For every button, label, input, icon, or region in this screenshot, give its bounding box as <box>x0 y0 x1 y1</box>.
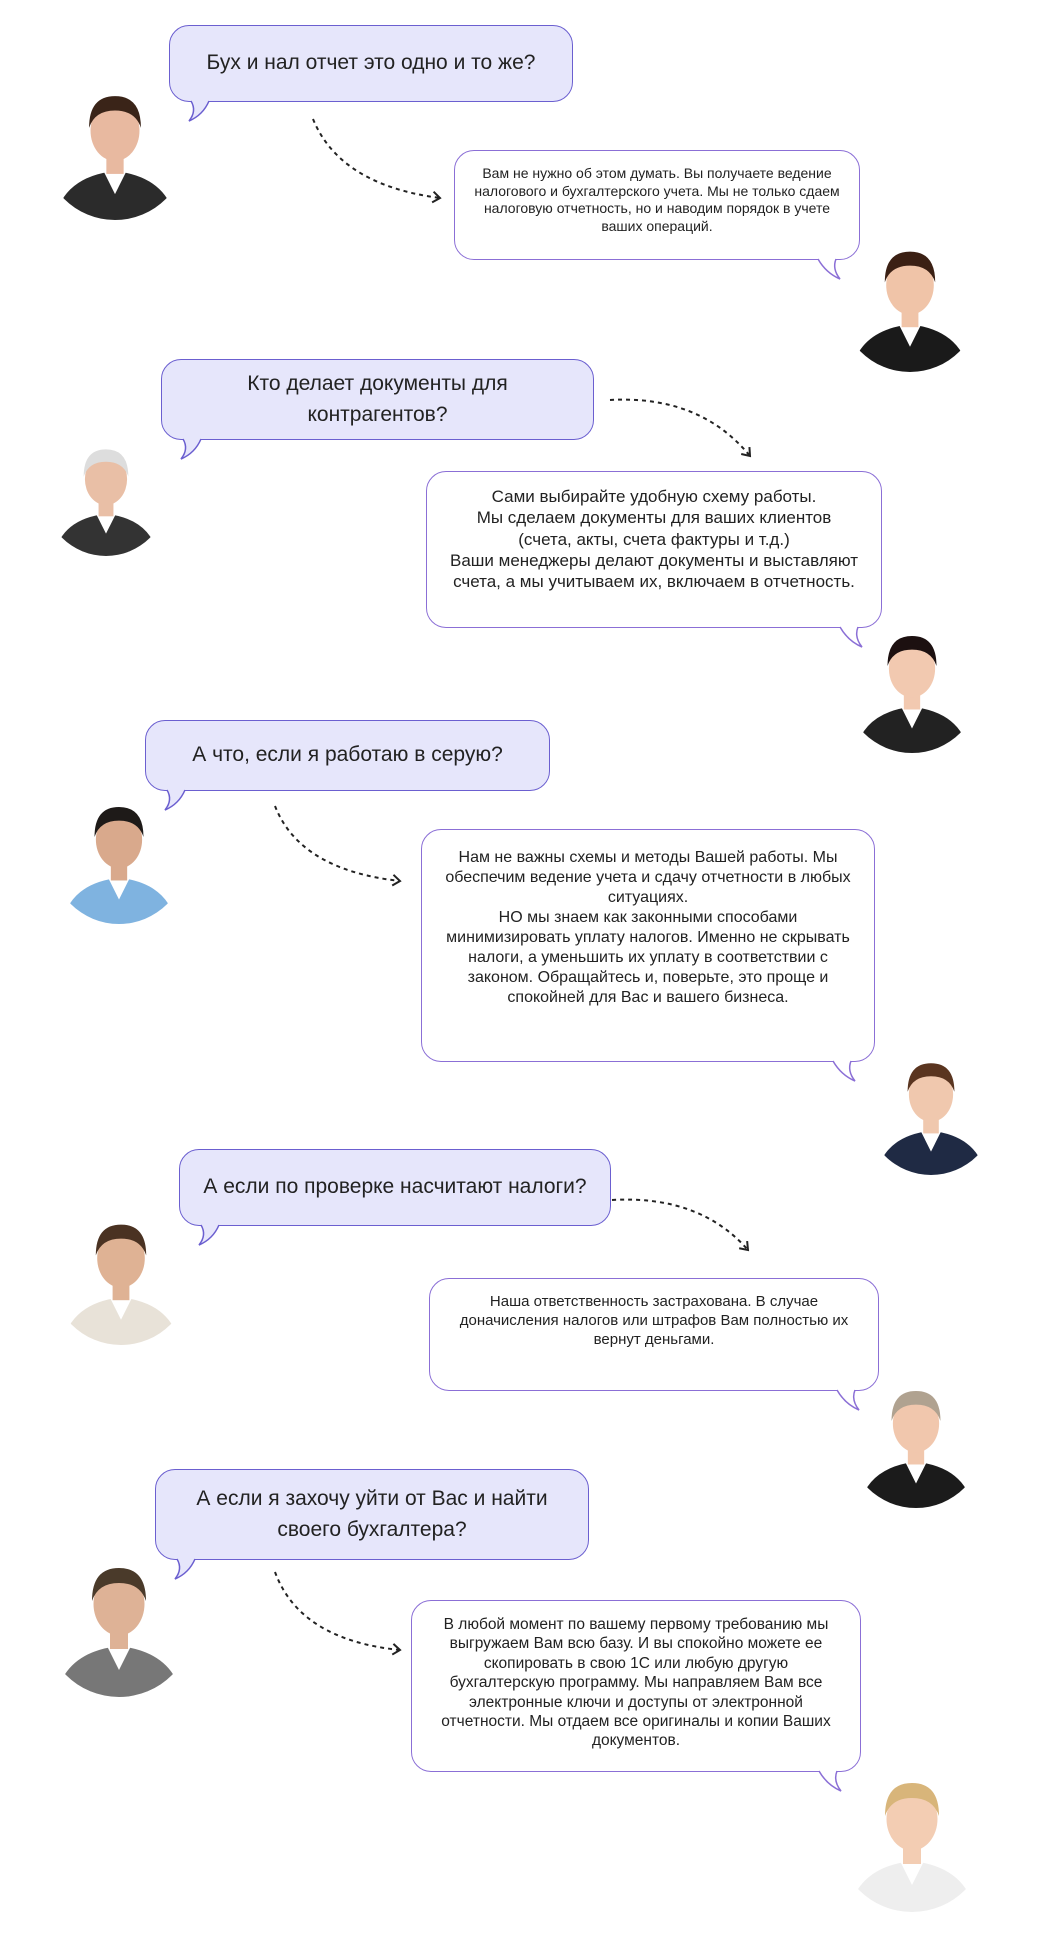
dashed-arrow <box>609 398 751 457</box>
bubble-tail <box>174 1558 196 1580</box>
person-photo-icon <box>844 617 980 753</box>
person-photo-icon <box>44 1547 194 1697</box>
arrowhead-icon <box>391 1643 402 1656</box>
arrowhead-icon <box>431 190 442 204</box>
person-photo-icon <box>51 1205 191 1345</box>
consultant-avatar <box>837 1762 987 1912</box>
answer-bubble: Нам не важны схемы и методы Вашей работы… <box>421 829 875 1062</box>
dashed-arrow <box>611 1198 749 1251</box>
answer-bubble: Вам не нужно об этом думать. Вы получает… <box>454 150 860 260</box>
answer-text: Наша ответственность застрахована. В слу… <box>459 1293 849 1348</box>
bubble-tail <box>839 626 863 648</box>
consultant-avatar <box>840 232 980 372</box>
answer-bubble: В любой момент по вашему первому требова… <box>411 1600 861 1772</box>
client-question-bubble: А если по проверке насчитают налоги? <box>179 1149 611 1226</box>
person-photo-icon <box>837 1762 987 1912</box>
answer-text: Вам не нужно об этом думать. Вы получает… <box>474 165 840 234</box>
person-photo-icon <box>44 432 168 556</box>
arrowhead-icon <box>738 1240 750 1252</box>
question-text: Бух и нал отчет это одно и то же? <box>206 51 536 75</box>
bubble-tail <box>198 1224 220 1246</box>
consultant-avatar <box>848 1372 984 1508</box>
bubble-tail <box>180 438 202 460</box>
dashed-arrow <box>312 118 441 199</box>
arrowhead-icon <box>741 446 752 458</box>
client-question-bubble: Кто делает документы для контрагентов? <box>161 359 594 440</box>
bubble-tail <box>832 1060 856 1082</box>
client-avatar <box>44 1547 194 1697</box>
bubble-tail <box>836 1389 860 1411</box>
client-avatar <box>51 1205 191 1345</box>
bubble-tail <box>188 100 210 122</box>
dashed-arrow <box>274 1571 401 1651</box>
question-text: Кто делает документы для контрагентов? <box>247 372 508 426</box>
question-text: А если по проверке насчитают налоги? <box>203 1175 587 1199</box>
answer-text: Нам не важны схемы и методы Вашей работы… <box>445 849 851 1006</box>
question-text: А что, если я работаю в серую? <box>192 743 503 767</box>
client-avatar <box>44 432 168 556</box>
person-photo-icon <box>840 232 980 372</box>
client-question-bubble: А что, если я работаю в серую? <box>145 720 550 791</box>
person-photo-icon <box>866 1045 996 1175</box>
consultant-avatar <box>866 1045 996 1175</box>
consultant-avatar <box>844 617 980 753</box>
answer-bubble: Сами выбирайте удобную схему работы. Мы … <box>426 471 882 628</box>
answer-bubble: Наша ответственность застрахована. В слу… <box>429 1278 879 1391</box>
person-photo-icon <box>43 76 187 220</box>
person-photo-icon <box>51 788 187 924</box>
answer-text: В любой момент по вашему первому требова… <box>441 1616 831 1750</box>
client-avatar <box>43 76 187 220</box>
client-avatar <box>51 788 187 924</box>
question-text: А если я захочу уйти от Вас и найти свое… <box>196 1487 548 1541</box>
client-question-bubble: Бух и нал отчет это одно и то же? <box>169 25 573 102</box>
dashed-arrow <box>274 805 401 882</box>
client-question-bubble: А если я захочу уйти от Вас и найти свое… <box>155 1469 589 1560</box>
answer-text: Сами выбирайте удобную схему работы. Мы … <box>450 487 858 591</box>
bubble-tail <box>817 258 841 280</box>
arrowhead-icon <box>391 874 402 887</box>
person-photo-icon <box>848 1372 984 1508</box>
bubble-tail <box>818 1770 842 1792</box>
bubble-tail <box>164 789 186 811</box>
